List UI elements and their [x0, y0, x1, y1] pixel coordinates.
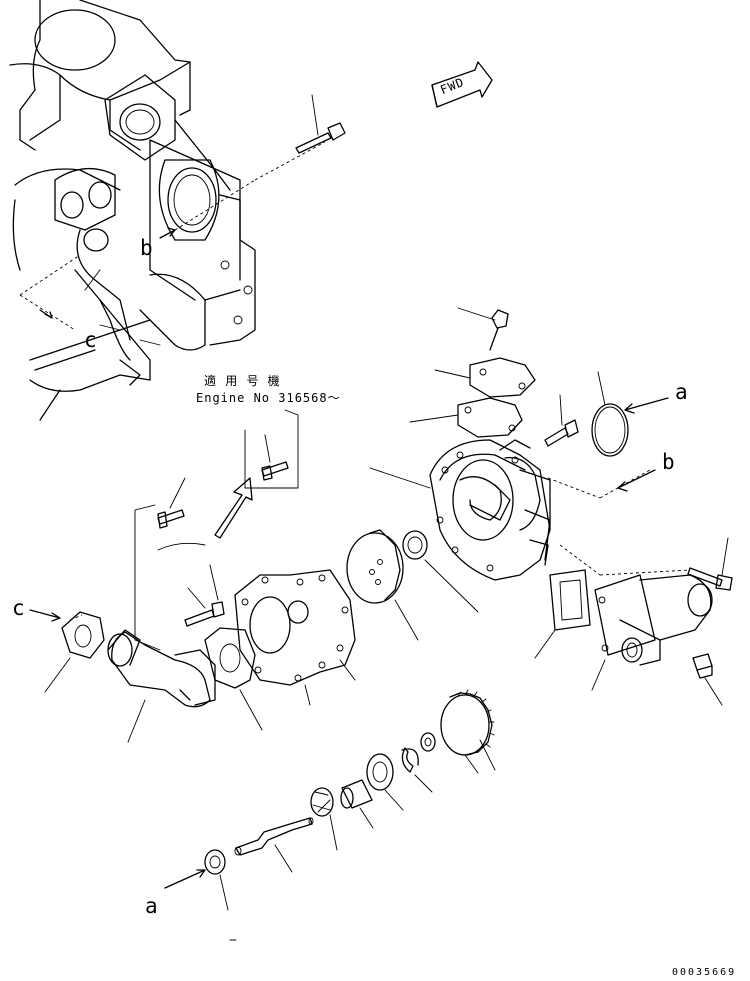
outlet-gasket — [549, 569, 591, 631]
block-ref-b: b — [140, 236, 153, 260]
drain-plug — [692, 653, 723, 706]
applicability-note-heading: 適 用 号 機 — [204, 374, 281, 388]
water-pump-body — [429, 439, 551, 581]
fwd-direction-arrow — [431, 61, 493, 108]
pipe-ref-c: c — [12, 596, 25, 620]
drive-gear — [440, 689, 495, 756]
water-inlet-pipe — [107, 629, 216, 708]
engine-block — [9, 0, 256, 421]
pipe-gasket — [204, 627, 256, 689]
outlet-bolt — [687, 537, 733, 591]
pump-rear-cover — [234, 569, 356, 686]
block-ref-c: c — [84, 328, 97, 352]
washer — [420, 732, 436, 752]
flange-gasket — [61, 611, 105, 659]
bearing-sleeve — [340, 779, 373, 809]
mounting-bolts — [134, 477, 225, 651]
pump-ref-a: a — [675, 380, 688, 404]
o-ring — [591, 403, 629, 457]
cover-bolt — [457, 307, 509, 351]
shaft-ref-a: a — [145, 894, 158, 918]
applicability-arrow — [214, 477, 253, 539]
seal-ring — [402, 530, 428, 560]
applicability-note-engine-number: Engine No 316568～ — [196, 391, 341, 405]
pump-shaft — [234, 817, 314, 856]
snap-ring — [401, 747, 414, 773]
bolt — [295, 94, 346, 154]
pump-ref-b: b — [662, 450, 675, 474]
impeller-disc — [346, 529, 404, 604]
shaft-nut — [204, 849, 226, 875]
small-impeller — [310, 787, 334, 817]
side-bolt — [544, 394, 579, 447]
bearing — [366, 753, 394, 791]
applicability-bracket — [244, 409, 299, 489]
illustration-number: 00035669 — [672, 967, 737, 978]
water-outlet-elbow — [594, 574, 713, 666]
cover-plate — [469, 357, 536, 398]
